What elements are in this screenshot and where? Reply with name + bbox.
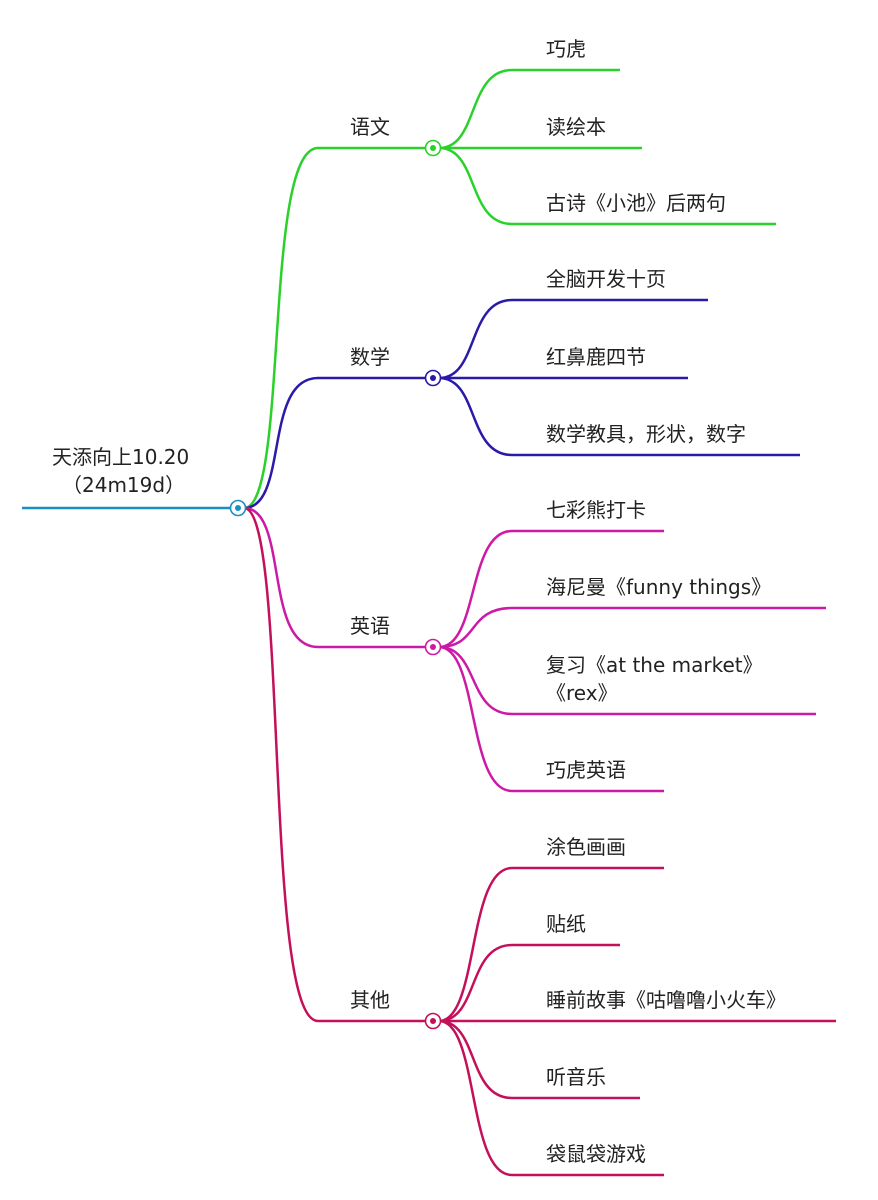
branch-link — [243, 506, 319, 649]
child-link — [438, 529, 513, 649]
child-link — [438, 146, 513, 226]
child-link — [438, 376, 513, 457]
child-label: 听音乐 — [546, 1065, 606, 1089]
branch-link — [243, 376, 319, 510]
child-label: 海尼曼《funny things》 — [546, 575, 771, 599]
child-link — [438, 1019, 513, 1177]
child-label-line: 巧虎 — [546, 37, 586, 61]
child-label-line: 古诗《小池》后两句 — [546, 191, 726, 215]
child-label: 巧虎英语 — [546, 758, 626, 782]
child-label-line: 巧虎英语 — [546, 758, 626, 782]
root-label: 天添向上10.20 （24m19d） — [52, 445, 189, 497]
child-label-line: 袋鼠袋游戏 — [546, 1142, 646, 1166]
branch-link — [243, 506, 319, 1023]
child-link — [438, 943, 513, 1023]
child-link — [438, 866, 513, 1023]
branch-hub-dot — [430, 375, 436, 381]
child-label-line: 睡前故事《咕噜噜小火车》 — [546, 988, 786, 1012]
branch-label: 英语 — [350, 614, 390, 638]
child-label: 全脑开发十页 — [546, 267, 666, 291]
child-label: 巧虎 — [546, 37, 586, 61]
child-link — [438, 606, 513, 649]
child-link — [438, 298, 513, 380]
child-link — [438, 645, 513, 716]
root-hub-dot — [235, 505, 241, 511]
branch-hub-dot — [430, 145, 436, 151]
child-label-line: 《rex》 — [546, 681, 618, 705]
child-label: 七彩熊打卡 — [546, 498, 646, 522]
child-link — [438, 645, 513, 793]
child-label: 数学教具，形状，数字 — [546, 422, 746, 446]
child-label-line: 贴纸 — [546, 912, 586, 936]
mindmap-links — [22, 68, 836, 1177]
child-label: 古诗《小池》后两句 — [546, 191, 726, 215]
branch-link — [243, 146, 319, 510]
child-label-line: 数学教具，形状，数字 — [546, 422, 746, 446]
child-label-line: 读绘本 — [546, 115, 606, 139]
child-link — [438, 1019, 513, 1100]
child-label: 复习《at the market》《rex》 — [546, 653, 763, 705]
child-label: 贴纸 — [546, 912, 586, 936]
branch-hub-dot — [430, 1018, 436, 1024]
child-label-line: 涂色画画 — [546, 835, 626, 859]
child-label: 读绘本 — [546, 115, 606, 139]
child-label-line: 听音乐 — [546, 1065, 606, 1089]
branch-label: 其他 — [350, 988, 390, 1012]
child-label: 袋鼠袋游戏 — [546, 1142, 646, 1166]
branch-hub-dot — [430, 644, 436, 650]
branch-label: 语文 — [350, 115, 390, 139]
child-label-line: 复习《at the market》 — [546, 653, 763, 677]
child-label: 涂色画画 — [546, 835, 626, 859]
child-label: 红鼻鹿四节 — [546, 345, 646, 369]
root-label-line: 天添向上10.20 — [52, 445, 189, 469]
child-label-line: 红鼻鹿四节 — [546, 345, 646, 369]
child-label-line: 全脑开发十页 — [546, 267, 666, 291]
root-label-line: （24m19d） — [62, 473, 185, 497]
child-label-line: 七彩熊打卡 — [546, 498, 646, 522]
child-label-line: 海尼曼《funny things》 — [546, 575, 771, 599]
branch-label: 数学 — [350, 345, 390, 369]
child-label: 睡前故事《咕噜噜小火车》 — [546, 988, 786, 1012]
child-link — [438, 68, 513, 150]
